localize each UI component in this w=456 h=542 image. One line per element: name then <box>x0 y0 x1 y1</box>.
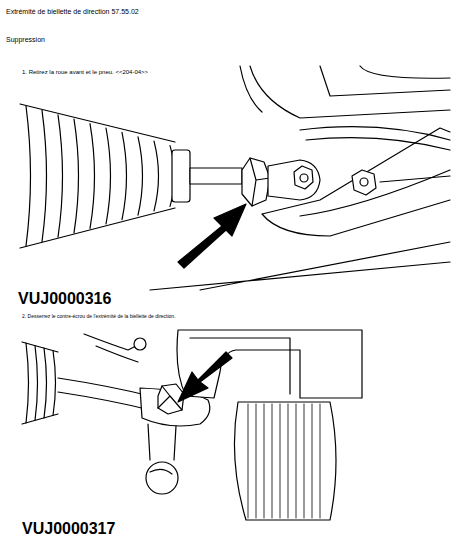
boot-rib <box>26 343 29 423</box>
disc-vent <box>288 404 289 518</box>
boot-rib <box>53 351 56 416</box>
disc-vent <box>280 404 281 518</box>
boot-rib <box>122 132 127 219</box>
boot-outline <box>22 342 58 424</box>
tie-rod-end-view <box>20 66 450 290</box>
figure-id: VUJ0000316 <box>18 290 111 308</box>
boot-rib <box>26 106 31 246</box>
tie-rod-end-detail <box>22 330 362 520</box>
ball-highlight <box>150 469 172 474</box>
boot-rib <box>154 141 159 211</box>
disc-vents <box>248 404 320 518</box>
boot-rib <box>106 128 111 224</box>
ball-stud <box>148 424 176 460</box>
disc-vent <box>256 404 257 518</box>
inner-tie-rod <box>190 168 242 184</box>
step-text: 2. Desserrez le contre-écrou de l'extrém… <box>22 314 176 320</box>
suspension-arm <box>240 66 450 118</box>
tie-rod-end <box>268 160 320 200</box>
steering-boot <box>26 343 56 423</box>
boot-rib <box>44 348 47 418</box>
boot-rib <box>42 110 47 241</box>
wire <box>84 334 140 362</box>
boot-collar <box>172 150 190 202</box>
nut-edges <box>158 386 182 410</box>
boot-rib <box>90 124 95 229</box>
disc-vent <box>272 404 273 518</box>
boot-outline <box>20 104 175 248</box>
step-text: 1. Retirez la roue avant et le pneu. <<2… <box>22 69 148 76</box>
page-title: Extrémité de biellette de direction 57.5… <box>6 8 139 16</box>
bolt <box>360 178 368 186</box>
ball-joint <box>146 462 178 494</box>
disc-vent <box>320 404 321 518</box>
stud <box>300 174 308 182</box>
figure-id: VUJ0000317 <box>22 520 115 538</box>
disc-vent <box>248 404 249 518</box>
pointer-arrow <box>178 352 232 402</box>
hose <box>300 127 450 150</box>
steering-boot <box>26 106 175 246</box>
section-heading: Suppression <box>6 36 45 44</box>
bolt <box>134 338 146 350</box>
boot-rib <box>138 137 143 215</box>
lock-nut <box>242 158 270 206</box>
nut-edges <box>250 158 270 206</box>
disc-vent <box>296 404 297 518</box>
inner-tie-rod <box>58 378 150 410</box>
boot-rib <box>74 119 79 233</box>
brake-disc <box>234 402 336 520</box>
disc-vent <box>312 404 313 518</box>
boot-rib <box>35 346 38 421</box>
disc-vent <box>264 404 265 518</box>
pointer-arrow <box>178 204 246 268</box>
bolt-shank <box>380 176 450 182</box>
disc-vent <box>304 404 305 518</box>
ball-joint-nut <box>294 166 313 189</box>
boot-rib <box>58 115 63 237</box>
bolt-head <box>352 170 376 195</box>
